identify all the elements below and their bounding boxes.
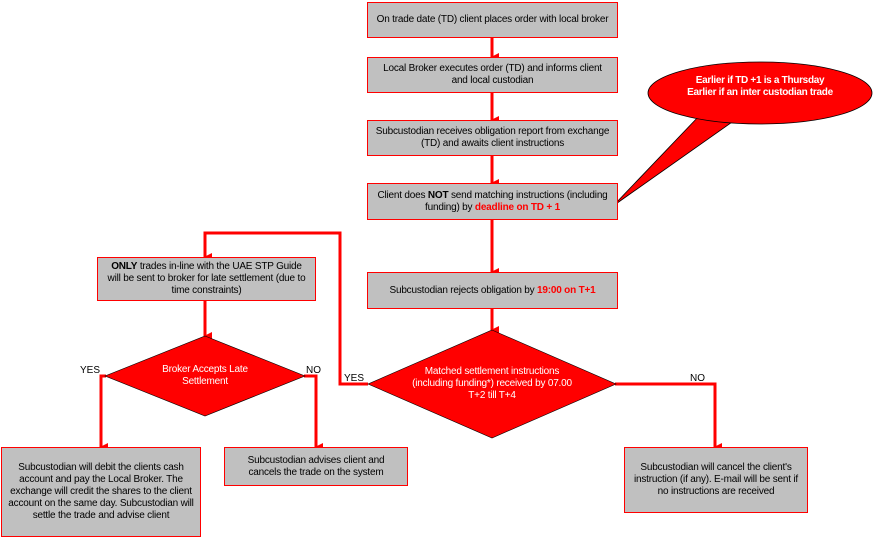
text-emphasis: NOT xyxy=(427,189,449,201)
step-text: Subcustodian receives obligation report … xyxy=(375,126,610,149)
step-debit-and-settle: Subcustodian will debit the clients cash… xyxy=(1,447,201,537)
step-trade-date-order: On trade date (TD) client places order w… xyxy=(367,2,618,38)
time-highlight: 19:00 on T+1 xyxy=(537,284,596,296)
step-text: Subcustodian rejects obligation by 19:00… xyxy=(389,285,595,297)
label-broker-yes: YES xyxy=(80,365,101,376)
callout-bubble xyxy=(612,61,873,207)
connector-yes-to-only-trades xyxy=(203,231,368,386)
connector-no-to-cancel xyxy=(615,382,722,451)
text-prefix: Subcustodian rejects obligation by xyxy=(389,284,538,296)
step-text: On trade date (TD) client places order w… xyxy=(376,14,609,25)
step-text: Client does NOT send matching instructio… xyxy=(374,190,611,214)
decision-matched-instructions: Matched settlement instructions (includi… xyxy=(405,366,579,402)
step-text: ONLY trades in-line with the UAE STP Gui… xyxy=(104,261,309,297)
step-rejects-obligation: Subcustodian rejects obligation by 19:00… xyxy=(367,272,618,309)
label-matched-yes: YES xyxy=(344,373,365,384)
deadline-highlight: deadline on TD + 1 xyxy=(474,201,560,213)
step-cancel-instruction: Subcustodian will cancel the client's in… xyxy=(624,447,808,513)
decision-broker-accepts-shape xyxy=(104,335,306,417)
decision-matched-shape xyxy=(367,329,617,439)
decision-text: Broker Accepts Late Settlement xyxy=(162,364,248,387)
step-text: Local Broker executes order (TD) and inf… xyxy=(383,63,602,86)
step-text: Subcustodian will cancel the client's in… xyxy=(633,462,799,497)
step-advise-cancel: Subcustodian advises client and cancels … xyxy=(224,447,408,486)
label-matched-no: NO xyxy=(690,373,705,384)
decision-broker-accepts: Broker Accepts Late Settlement xyxy=(145,364,265,388)
step-no-matching-instructions: Client does NOT send matching instructio… xyxy=(367,183,618,220)
text-rest: trades in-line with the UAE STP Guide wi… xyxy=(107,261,306,296)
step-text: Subcustodian advises client and cancels … xyxy=(247,454,385,478)
decision-text: Matched settlement instructions (includi… xyxy=(412,366,572,401)
step-text: Subcustodian will debit the clients cash… xyxy=(8,462,194,521)
step-broker-executes: Local Broker executes order (TD) and inf… xyxy=(367,57,618,93)
step-obligation-report: Subcustodian receives obligation report … xyxy=(367,120,618,156)
callout-line-2: Earlier if an inter custodian trade xyxy=(687,87,833,98)
label-broker-no: NO xyxy=(306,365,321,376)
step-only-trades: ONLY trades in-line with the UAE STP Gui… xyxy=(97,257,316,301)
connector-broker-no xyxy=(304,374,323,451)
connector-broker-yes xyxy=(99,374,108,451)
text-prefix: Client does xyxy=(377,189,428,201)
callout-line-1: Earlier if TD +1 is a Thursday xyxy=(695,75,825,86)
text-middle: send matching instructions (including fu… xyxy=(425,189,608,213)
callout-text: Earlier if TD +1 is a Thursday Earlier i… xyxy=(660,75,860,99)
text-emphasis: ONLY xyxy=(111,261,138,272)
